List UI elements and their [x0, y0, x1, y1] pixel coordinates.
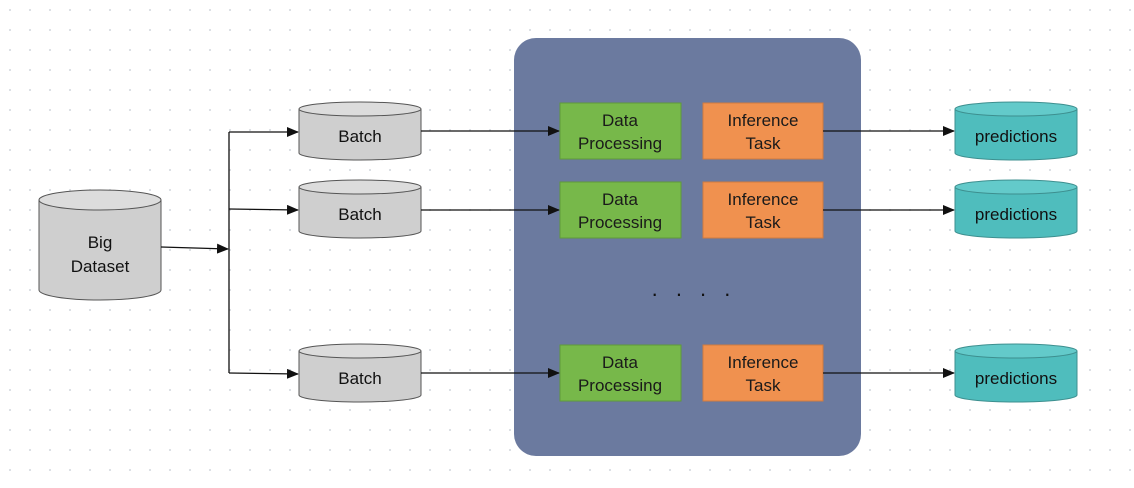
dataset-label-line1: Big	[88, 233, 113, 252]
processing-label-line1: Data	[602, 111, 638, 130]
inference-label-line1: Inference	[728, 111, 799, 130]
batch-cylinder: Batch	[298, 101, 422, 161]
predictions-cylinder: predictions	[954, 343, 1078, 403]
inference-label-line2: Task	[746, 134, 781, 153]
predictions-label: predictions	[975, 127, 1057, 146]
inference-label-line1: Inference	[728, 353, 799, 372]
ellipsis: . . . .	[652, 276, 737, 301]
batch-cylinder: Batch	[298, 343, 422, 403]
inference-task-box: Inference Task	[702, 344, 824, 402]
inference-label-line1: Inference	[728, 190, 799, 209]
predictions-label: predictions	[975, 205, 1057, 224]
dataset-cylinder: Big Dataset	[38, 189, 162, 301]
predictions-cylinder: predictions	[954, 101, 1078, 161]
inference-label-line2: Task	[746, 376, 781, 395]
data-processing-box: Data Processing	[559, 102, 682, 160]
processing-label-line1: Data	[602, 190, 638, 209]
batch-label: Batch	[338, 369, 381, 388]
split-arrow-3	[228, 368, 299, 379]
processing-label-line2: Processing	[578, 134, 662, 153]
predictions-cylinder: predictions	[954, 179, 1078, 239]
split-arrow-2	[228, 204, 299, 215]
dataset-label-line2: Dataset	[71, 257, 130, 276]
processing-label-line2: Processing	[578, 213, 662, 232]
batch-label: Batch	[338, 127, 381, 146]
inference-task-box: Inference Task	[702, 181, 824, 239]
predictions-label: predictions	[975, 369, 1057, 388]
processing-label-line1: Data	[602, 353, 638, 372]
data-processing-box: Data Processing	[559, 181, 682, 239]
processing-label-line2: Processing	[578, 376, 662, 395]
data-processing-box: Data Processing	[559, 344, 682, 402]
inference-label-line2: Task	[746, 213, 781, 232]
dataset-connector	[160, 243, 229, 254]
batch-label: Batch	[338, 205, 381, 224]
inference-task-box: Inference Task	[702, 102, 824, 160]
batch-cylinder: Batch	[298, 179, 422, 239]
